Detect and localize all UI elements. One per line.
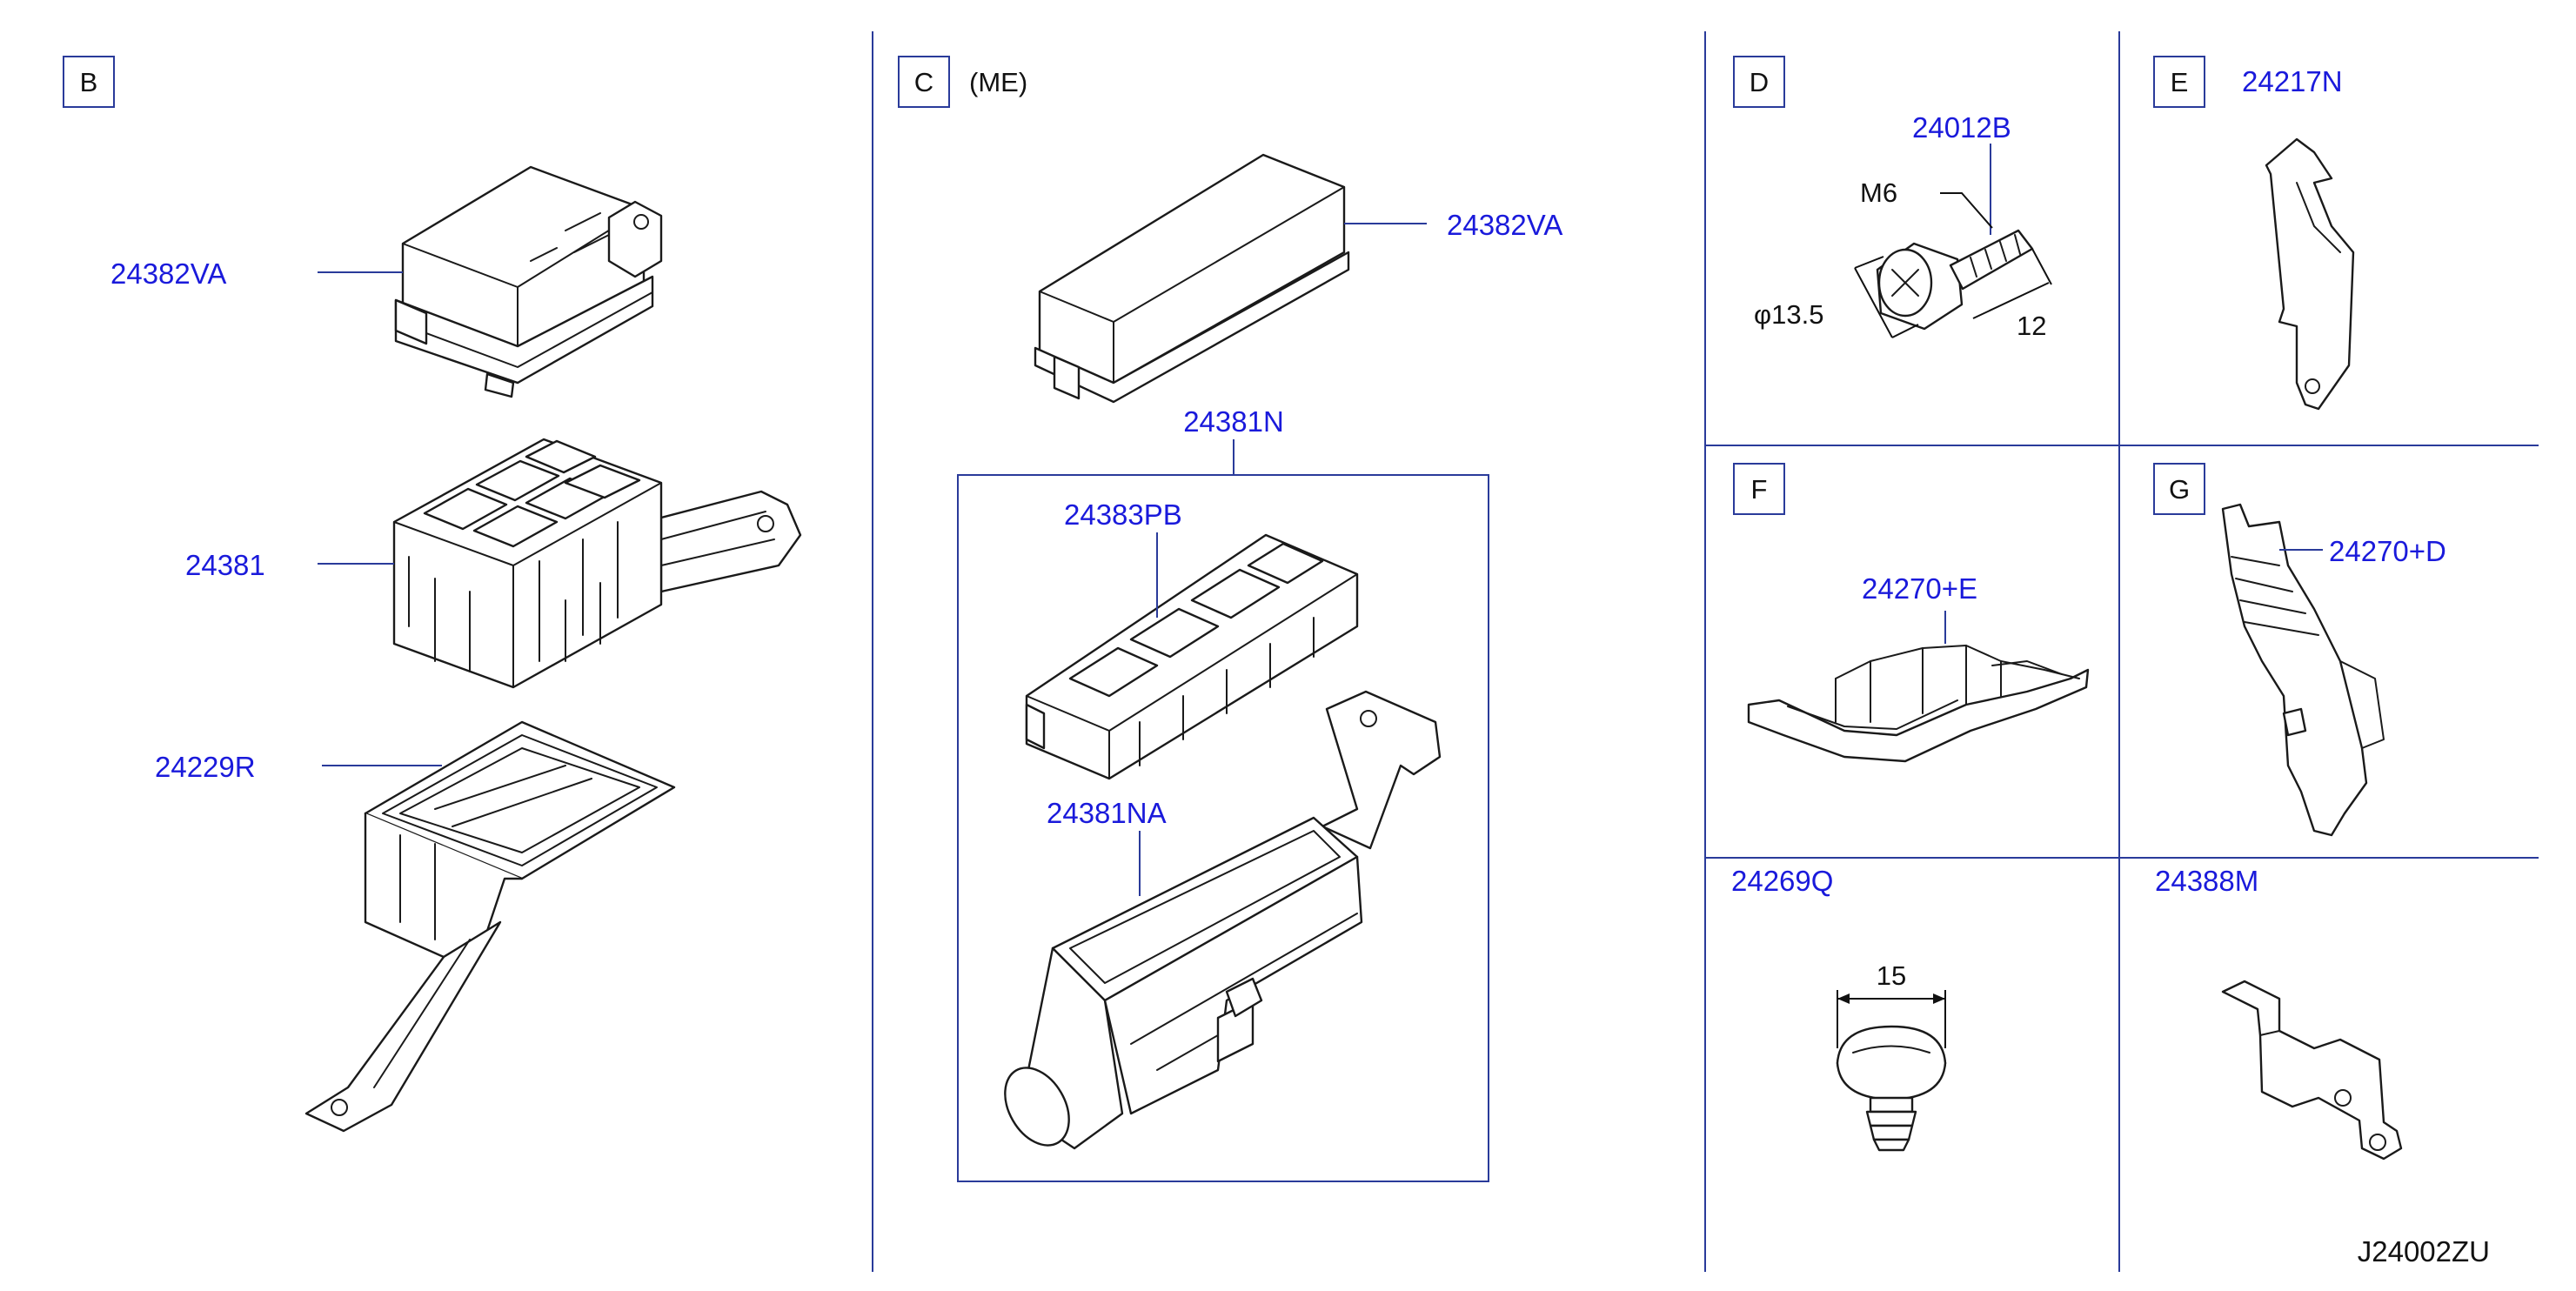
label-g-protector: 24270+D: [2329, 535, 2446, 567]
dim-clip-width: 15: [1877, 960, 1906, 991]
label-b-cover: 24382VA: [110, 258, 226, 290]
clip-drawing: [1836, 1025, 1947, 1152]
cover-c-drawing: [1034, 153, 1350, 404]
fuse-box-cover-drawing: [394, 165, 663, 398]
fuse-holder-drawing: [1004, 690, 1442, 1150]
fuse-block-drawing: [392, 438, 802, 689]
section-tag-g: G: [2153, 463, 2205, 515]
svg-text:G: G: [2169, 474, 2190, 505]
dim-head-line: [1854, 267, 1893, 338]
assembly-box-frame: [957, 474, 1489, 1182]
label-clip: 24269Q: [1731, 865, 1833, 897]
label-b-block: 24381: [185, 549, 265, 581]
bracket-e-drawing: [2265, 137, 2355, 411]
section-tag-e: E: [2153, 56, 2205, 108]
section-tag-f: F: [1733, 463, 1785, 515]
section-c-note: (ME): [969, 67, 1027, 97]
label-c-holder: 24381NA: [1047, 797, 1167, 829]
dim-clip-arrow-left: [1837, 993, 1850, 1004]
label-c-assembly: 24381N: [1183, 405, 1284, 438]
section-tag-d: D: [1733, 56, 1785, 108]
svg-text:B: B: [80, 67, 98, 97]
label-e-bracket: 24217N: [2242, 65, 2343, 97]
protector-g-drawing: [2221, 503, 2385, 837]
label-bracket-small: 24388M: [2155, 865, 2258, 897]
bolt-drawing: [1876, 229, 2034, 331]
fuse-insert-drawing: [1025, 533, 1359, 780]
section-tag-c: C (ME): [898, 56, 1027, 108]
svg-text:C: C: [914, 67, 933, 97]
reference-code: J24002ZU: [2358, 1235, 2490, 1268]
dim-clip-arrow-right: [1933, 993, 1945, 1004]
section-tag-b: B: [63, 56, 115, 108]
dim-thread: M6: [1860, 177, 1897, 208]
dim-head-ext-2: [1891, 324, 1919, 338]
label-f-protector: 24270+E: [1862, 572, 1977, 605]
bracket-b-drawing: [304, 720, 676, 1133]
dim-length: 12: [2017, 311, 2046, 341]
svg-text:D: D: [1750, 67, 1769, 97]
dim-length-ext: [2031, 248, 2052, 285]
svg-text:E: E: [2171, 67, 2189, 97]
svg-text:F: F: [1751, 474, 1768, 505]
label-d-bolt: 24012B: [1912, 111, 2011, 144]
leader-thread: [1940, 192, 1993, 229]
protector-f-drawing: [1747, 645, 2090, 763]
label-b-bracket: 24229R: [155, 751, 256, 783]
dim-length-line: [1972, 282, 2050, 319]
label-c-insert: 24383PB: [1064, 498, 1182, 531]
dim-head-diameter: φ13.5: [1754, 299, 1823, 330]
bracket-small-drawing: [2221, 980, 2403, 1161]
label-c-cover: 24382VA: [1447, 209, 1562, 241]
dim-head-ext-1: [1854, 256, 1884, 269]
